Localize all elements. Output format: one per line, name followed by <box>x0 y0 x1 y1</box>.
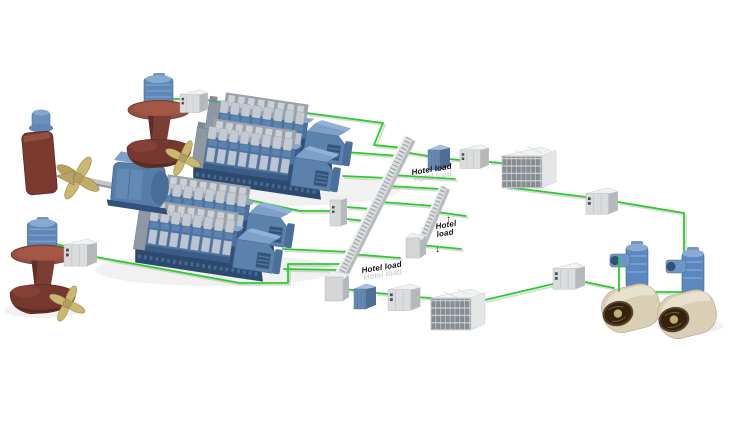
retractable-azimuth-thruster <box>126 72 203 178</box>
bow-azimuth-thruster <box>9 216 88 324</box>
energy-storage-bank-2 <box>430 288 486 331</box>
cable-bank1-poddrive1 <box>505 186 587 198</box>
shaft-line-propulsion <box>21 109 169 215</box>
hotel-load-mid-arrow-down: ↓ <box>435 244 440 255</box>
azimuth-pod-thruster-2 <box>652 246 722 344</box>
rudder <box>21 130 58 196</box>
hotel-load-mid-label-line2: load <box>436 227 455 239</box>
cable-mainbus-secbus-2 <box>380 201 435 207</box>
thruster-drive-2 <box>63 238 98 267</box>
cable-genset3-mainbus <box>282 248 351 253</box>
labels: Hotel load Hotel load ↑ Hotel load ↓ Hot… <box>361 162 458 282</box>
cable-hotel-load-top <box>391 174 456 180</box>
main-switchboard-end-block <box>324 270 350 302</box>
cable-transformer2-converter2 <box>375 292 389 295</box>
cable-genset1-mainbus <box>345 151 400 157</box>
secondary-switchboard <box>405 184 451 259</box>
azimuth-pod-thruster-1 <box>596 240 666 338</box>
main-switchboard <box>324 134 416 302</box>
hotel-load-mid-label-line1: Hotel <box>435 219 458 231</box>
pod-drive-1 <box>585 187 619 215</box>
propulsion-motor <box>106 151 169 215</box>
distribution-panel <box>329 196 347 227</box>
cable-poddrive2-pod1 <box>584 281 615 289</box>
energy-storage-bank-1 <box>501 146 557 189</box>
pod-drive-2 <box>552 262 586 290</box>
cable-bank2-poddrive2 <box>484 283 554 301</box>
propeller <box>55 156 100 200</box>
thruster-drive-1 <box>179 89 209 114</box>
cable-genset2-mainbus <box>342 175 388 179</box>
transformer-2 <box>353 283 377 310</box>
cable-hotel-load-mid-down <box>420 244 462 250</box>
hotel-load-mid-arrow-up: ↑ <box>446 214 451 225</box>
secondary-switchboard-end-block <box>405 232 426 259</box>
converter-cabinet-2 <box>387 283 421 311</box>
steering-gear <box>29 109 53 133</box>
cable-drive2-mainbus <box>95 256 344 284</box>
cable-hotel-load-mid-up <box>436 211 467 217</box>
cable-converter1-bank1 <box>488 161 503 164</box>
converter-cabinet-1 <box>459 144 490 169</box>
cable-mainbus-secbus-1 <box>386 185 442 190</box>
cable-transformer1-converter1 <box>449 158 461 161</box>
cable-genset4-mainbus <box>283 268 341 271</box>
